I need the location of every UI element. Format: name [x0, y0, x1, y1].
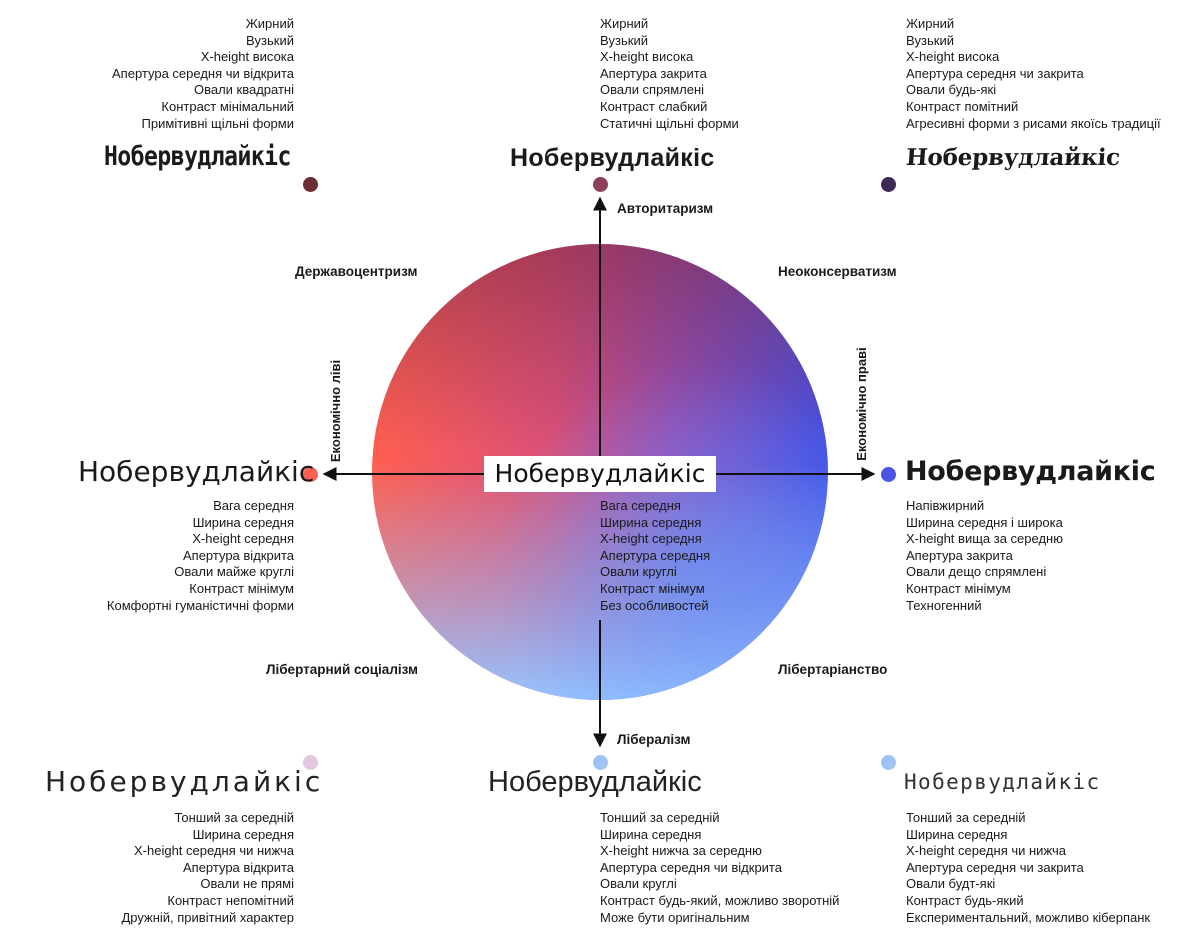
dot-top-left: [303, 177, 318, 192]
desc-item: Жирний: [245, 16, 294, 31]
desc-item: Овали спрямлені: [600, 82, 705, 98]
axis-label-bottom: Лібералізм: [617, 732, 691, 747]
desc-item: Апертура середня чи відкрита: [600, 859, 782, 875]
desc-item: Експериментальний, можливо кіберпанк: [906, 909, 1151, 925]
desc-item: Овали квадратні: [193, 82, 294, 98]
desc-item: X-height висока: [600, 49, 694, 65]
quadrant-label-top-left: Державоцентризм: [295, 264, 418, 279]
desc-item: Апертура середня: [600, 547, 711, 563]
desc-item: Контраст помітний: [906, 98, 1019, 114]
dot-top-right: [881, 177, 896, 192]
desc-item: Ширина середня: [192, 826, 294, 842]
desc-item: Овали майже круглі: [174, 564, 294, 580]
desc-item: X-height висока: [200, 49, 294, 65]
quadrant-label-bottom-left: Лібертарний соціалізм: [266, 662, 419, 677]
desc-item: Тонший за середній: [600, 810, 720, 825]
desc-item: Контраст непомітний: [167, 892, 294, 908]
desc-item: Апертура середня чи закрита: [906, 65, 1084, 81]
quadrant-label-top-right: Неоконсерватизм: [778, 264, 897, 279]
desc-item: Овали круглі: [600, 564, 677, 580]
quadrant-label-bottom-right: Лібертаріанство: [778, 662, 888, 677]
desc-item: Вага середня: [213, 498, 294, 513]
desc-item: Контраст будь-який, можливо зворотній: [600, 892, 840, 908]
desc-item: Тонший за середній: [906, 810, 1026, 825]
desc-item: Овали не прямі: [200, 876, 294, 892]
desc-item: Напівжирний: [906, 498, 985, 513]
desc-item: Апертура середня чи відкрита: [112, 65, 294, 81]
desc-item: Апертура відкрита: [182, 859, 294, 875]
desc-item: X-height нижча за середню: [600, 843, 762, 859]
desc-item: Вага середня: [600, 498, 681, 513]
desc-item: Апертура відкрита: [182, 547, 294, 563]
sample-top: Нобервудлайкіс: [510, 144, 715, 172]
desc-item: Дружній, привітний характер: [121, 909, 294, 925]
desc-item: Статичні щільні форми: [600, 115, 739, 131]
desc-item: X-height середня чи нижча: [134, 843, 294, 859]
desc-item: Комфортні гуманістичні форми: [106, 597, 294, 613]
sample-top-left: Нобервудлайкіс: [104, 141, 291, 172]
desc-item: Ширина середня: [600, 514, 702, 530]
sample-bottom-left: Нобервудлайкіс: [45, 765, 324, 798]
desc-item: Може бути оригінальним: [600, 909, 750, 925]
desc-item: Агресивні форми з рисами якоїсь традиції: [906, 115, 1161, 131]
desc-item: Апертура закрита: [906, 547, 1013, 563]
dot-bottom-left: [303, 755, 318, 770]
desc-item: Апертура середня чи закрита: [906, 859, 1084, 875]
dot-bottom-right: [881, 755, 896, 770]
sample-top-right: Нобервудлайкіс: [905, 144, 1121, 171]
desc-item: Контраст мінімальний: [161, 98, 294, 114]
desc-item: Ширина середня: [192, 514, 294, 530]
desc-item: Жирний: [600, 16, 649, 31]
desc-item: Контраст будь-який: [906, 892, 1024, 908]
axis-label-top: Авторитаризм: [617, 201, 714, 216]
desc-item: Овали круглі: [600, 876, 677, 892]
dot-top: [593, 177, 608, 192]
desc-item: Апертура закрита: [600, 65, 707, 81]
dot-left: [303, 467, 318, 482]
desc-item: X-height середня чи нижча: [906, 843, 1066, 859]
desc-item: X-height вища за середню: [906, 531, 1063, 547]
sample-right: Нобервудлайкіс: [905, 456, 1156, 487]
desc-item: Вузький: [600, 32, 648, 48]
desc-item: Овали будь-які: [906, 82, 997, 98]
desc-item: Ширина середня: [906, 826, 1008, 842]
desc-item: Примітивні щільні форми: [141, 115, 294, 131]
dot-right: [881, 467, 896, 482]
axis-label-left: Економічно ліві: [328, 359, 343, 463]
desc-item: Контраст слабкий: [600, 98, 708, 114]
desc-item: X-height середня: [192, 531, 294, 547]
sample-left: Нобервудлайкіс: [78, 455, 315, 488]
sample-bottom-right: Нобервудлайкіс: [904, 770, 1101, 794]
desc-item: Без особливостей: [600, 597, 709, 613]
desc-item: X-height середня: [600, 531, 702, 547]
desc-item: Контраст мінімум: [906, 580, 1011, 596]
desc-item: Контраст мінімум: [189, 580, 294, 596]
desc-item: Ширина середня і широка: [906, 514, 1063, 530]
desc-item: Вузький: [246, 32, 294, 48]
desc-item: Ширина середня: [600, 826, 702, 842]
sample-center: Нобервудлайкіс: [484, 456, 716, 492]
desc-item: Жирний: [906, 16, 955, 31]
axis-label-right: Економічно праві: [854, 347, 869, 461]
desc-item: Овали дещо спрямлені: [906, 564, 1047, 580]
desc-item: Овали будт-які: [906, 876, 996, 892]
desc-item: X-height висока: [906, 49, 1000, 65]
desc-item: Контраст мінімум: [600, 580, 705, 596]
desc-item: Техногенний: [906, 597, 982, 613]
desc-item: Вузький: [906, 32, 954, 48]
desc-item: Тонший за середній: [174, 810, 294, 825]
sample-bottom: Нобервудлайкіс: [488, 766, 702, 798]
dot-bottom: [593, 755, 608, 770]
